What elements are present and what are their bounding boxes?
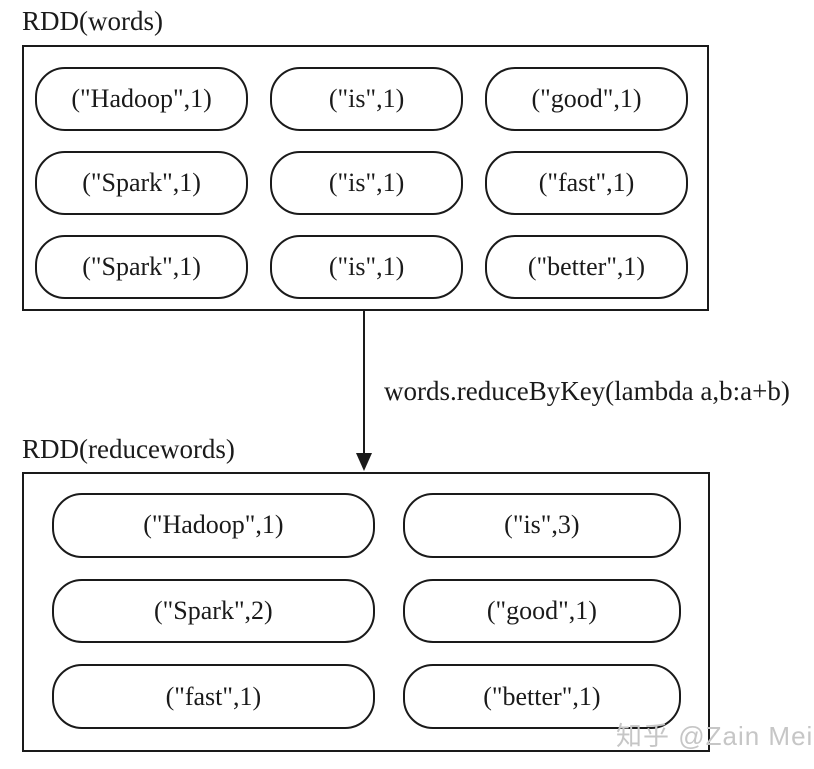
tuple-pill: ("good",1) [484, 67, 688, 131]
tuple-pill: ("better",1) [402, 664, 681, 729]
tuple-pill: ("better",1) [484, 235, 688, 299]
reducebykey-label: words.reduceByKey(lambda a,b:a+b) [384, 376, 790, 406]
tuple-pill: ("Spark",1) [35, 151, 249, 215]
tuple-pill: ("is",1) [270, 67, 463, 131]
rdd-words-title: RDD(words) [22, 6, 163, 36]
tuple-pill: ("is",3) [402, 493, 681, 558]
rdd-words-box: ("Hadoop",1) ("is",1) ("good",1) ("Spark… [22, 45, 709, 311]
tuple-pill: ("good",1) [402, 578, 681, 644]
tuple-pill: ("is",1) [270, 151, 463, 215]
tuple-pill: ("is",1) [270, 235, 463, 299]
tuple-pill: ("fast",1) [484, 151, 688, 215]
tuple-pill: ("Spark",1) [35, 235, 249, 299]
rdd-reducewords-title: RDD(reducewords) [22, 434, 235, 464]
tuple-pill: ("Hadoop",1) [35, 67, 249, 131]
zhihu-watermark: 知乎 @Zain Mei [616, 721, 814, 751]
tuple-pill: ("fast",1) [52, 664, 375, 729]
rdd-reducewords-box: ("Hadoop",1) ("is",3) ("Spark",2) ("good… [22, 472, 710, 752]
tuple-pill: ("Spark",2) [52, 578, 375, 644]
tuple-pill: ("Hadoop",1) [52, 493, 375, 558]
down-arrow-icon [356, 311, 372, 471]
